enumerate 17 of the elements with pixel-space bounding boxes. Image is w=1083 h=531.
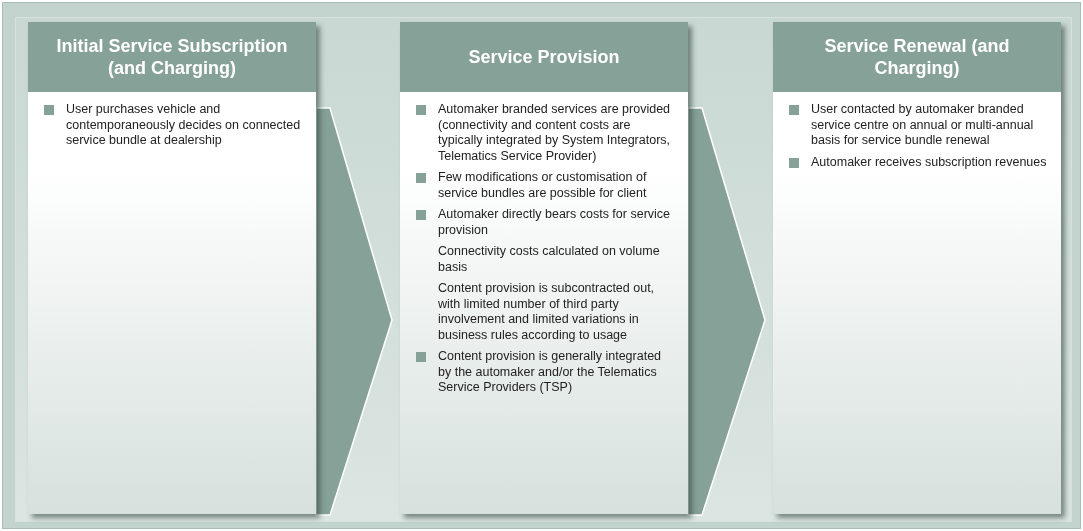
chevron-arrow — [687, 107, 766, 516]
chevron-arrow — [315, 107, 393, 516]
stage-panel — [28, 22, 316, 514]
bullet-text: User contacted by automaker branded service centre on annual or multi-annual basis for service bundle renewal — [811, 102, 1035, 149]
bullet-text: Content provision is subcontracted out, with limited number of third party involvement and limited variations in business rules according to usage — [438, 281, 656, 343]
bullet-text: Automaker receives subscription revenues — [811, 154, 1047, 170]
bullet-text: Automaker branded services are provided (connectivity and content costs are typically integrated by System Integrators, Telematics Service Provider) — [438, 102, 672, 164]
bullet-text: Connectivity costs calculated on volume basis — [438, 244, 661, 275]
bullet-text: Few modifications or customisation of service bundles are possible for client — [438, 170, 648, 201]
panel-heading: Initial Service Subscription (and Charging) — [28, 22, 316, 92]
bullet-text: Automaker directly bears costs for service provision — [438, 207, 672, 238]
stage-panel — [400, 22, 688, 514]
bullet-text: User purchases vehicle and contemporaneously decides on connected service bundle at dealership — [66, 102, 302, 149]
stage-panel — [773, 22, 1061, 514]
bullet-text: Content provision is generally integrated by the automaker and/or the Telematics Service Providers (TSP) — [438, 349, 663, 396]
panel-heading: Service Provision — [400, 22, 688, 92]
panel-heading: Service Renewal (and Charging) — [773, 22, 1061, 92]
